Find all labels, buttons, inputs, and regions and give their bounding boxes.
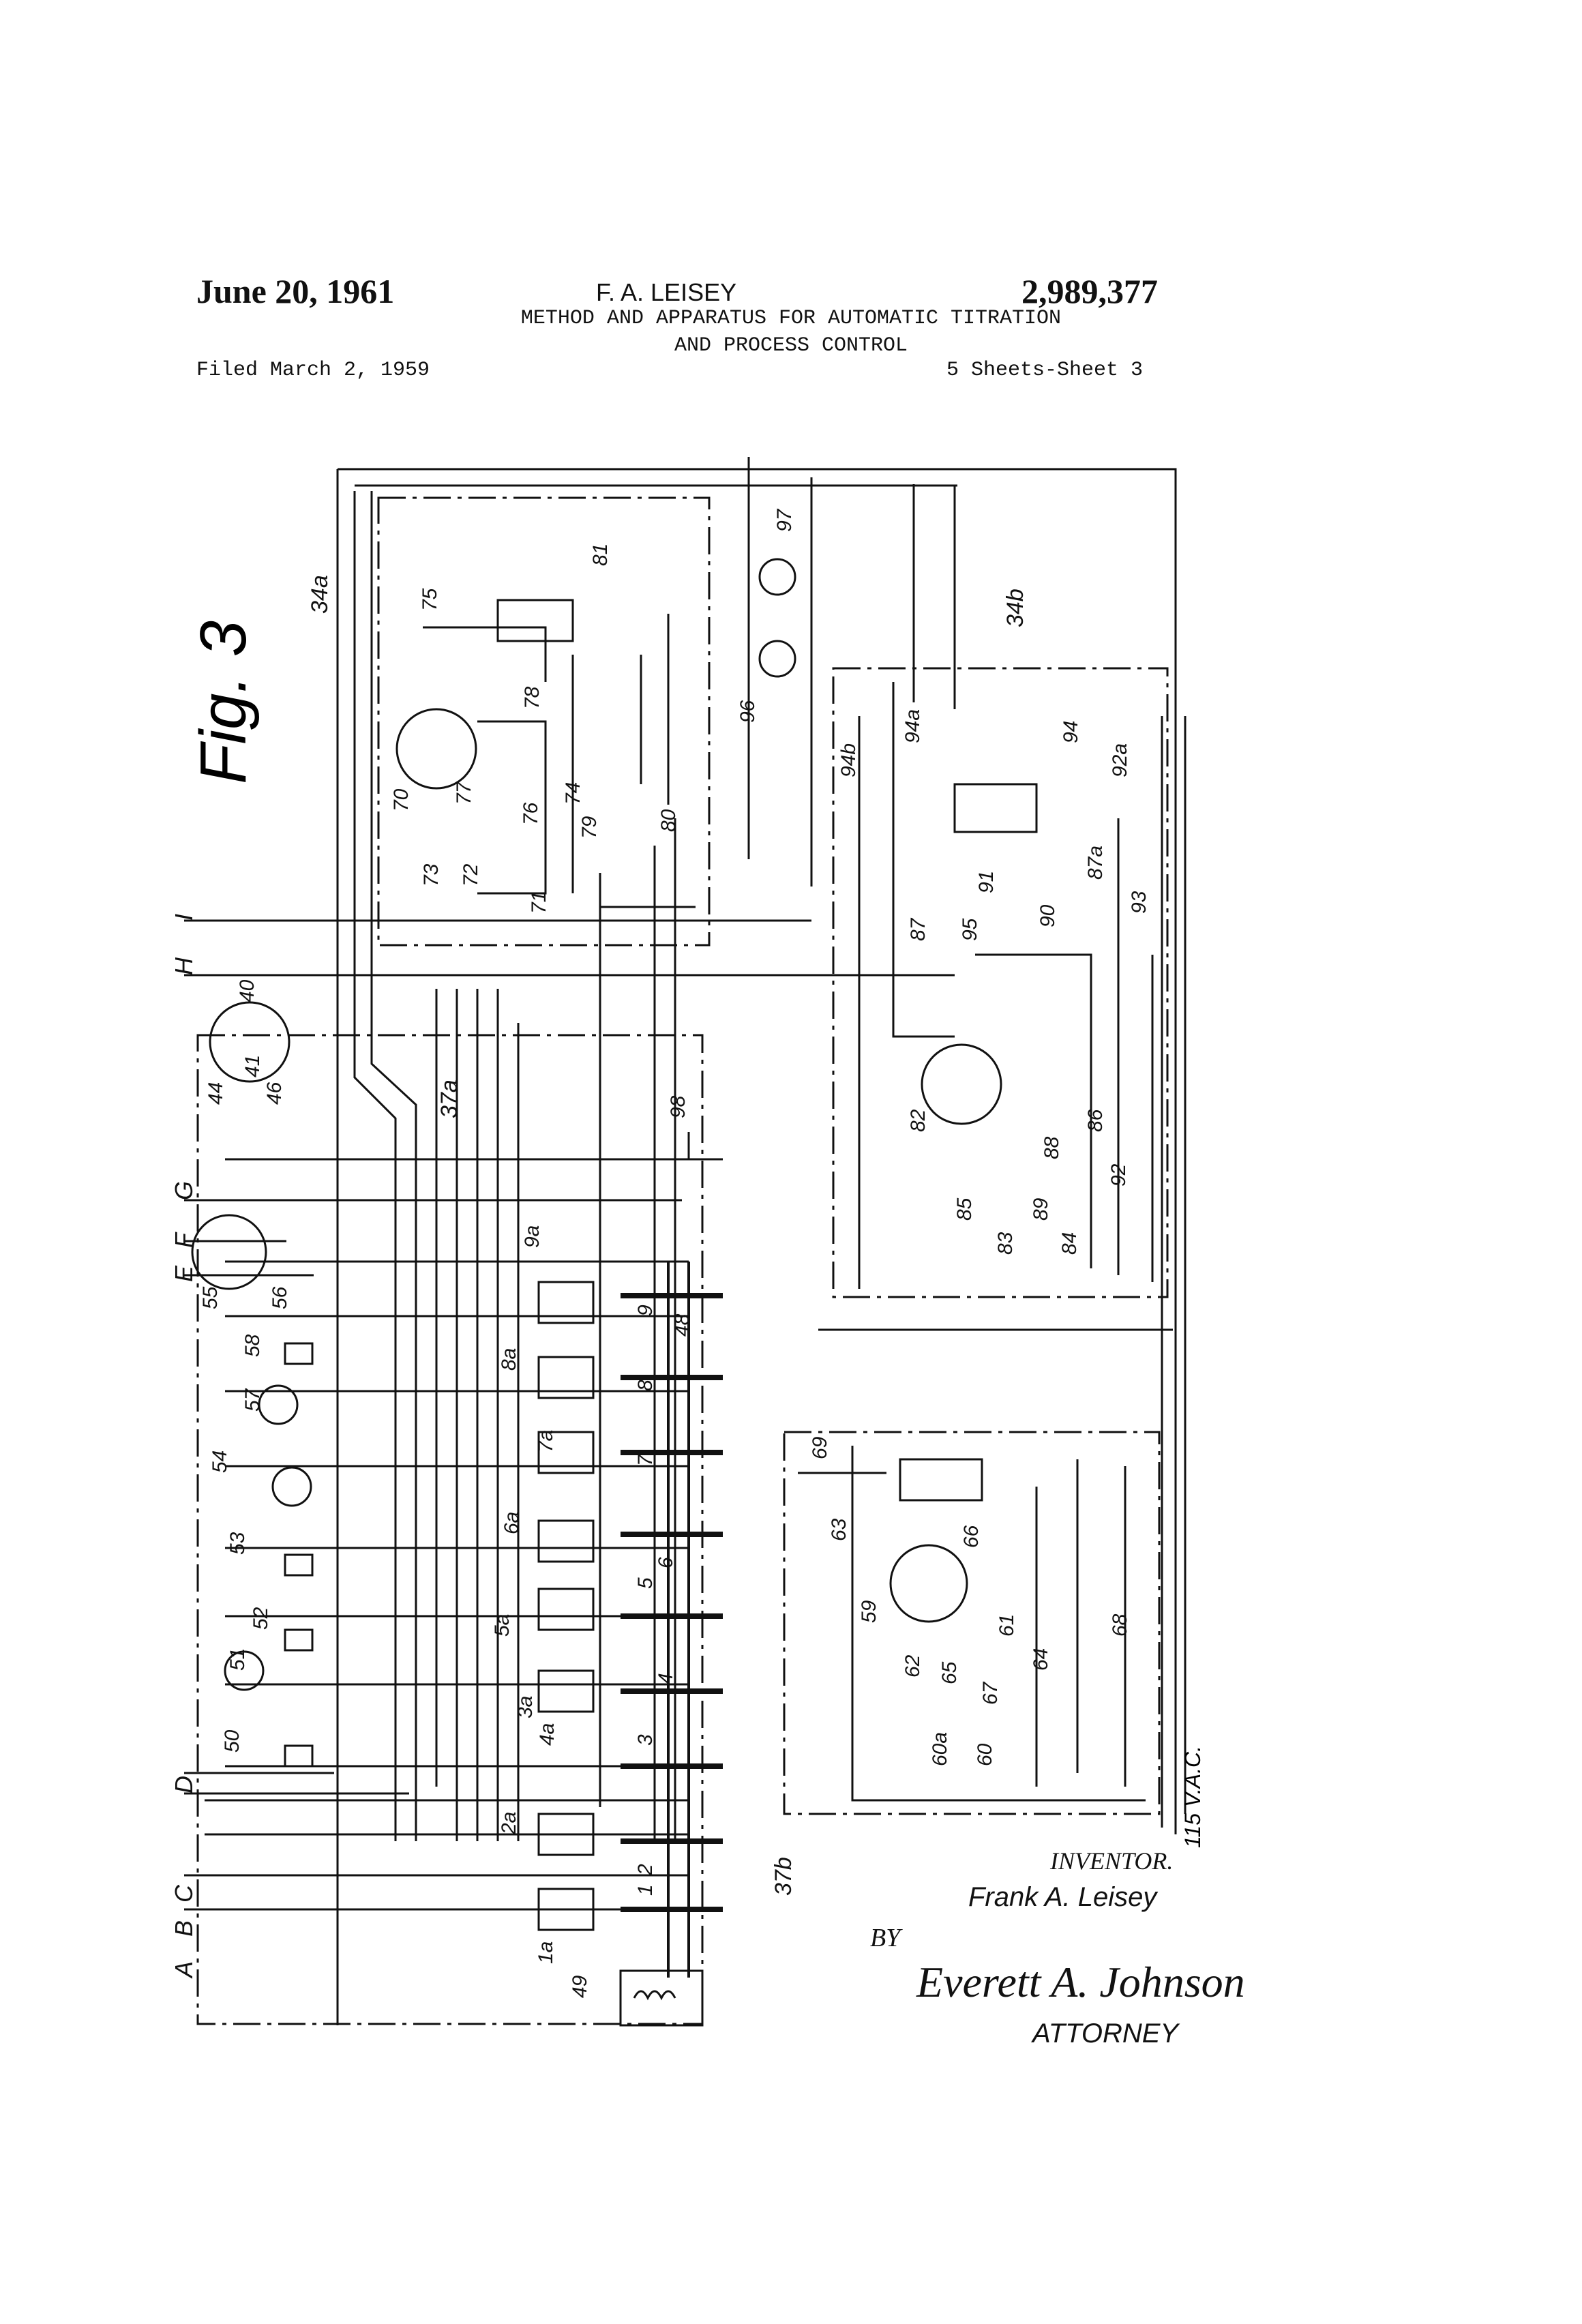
reference-numeral-91: 91 (975, 871, 998, 893)
reference-numeral-48: 48 (671, 1313, 693, 1337)
reference-numeral-94a: 94a (901, 709, 924, 743)
reference-numeral-63: 63 (828, 1518, 850, 1541)
figure-label: Fig. 3 (187, 621, 260, 784)
reference-numeral-74: 74 (562, 782, 584, 805)
reference-numeral-9: 9 (634, 1305, 657, 1316)
block-label-34a: 34a (307, 575, 333, 614)
reference-numeral-1a: 1a (535, 1941, 557, 1964)
reference-numeral-60: 60 (974, 1743, 996, 1766)
reference-numeral-51: 51 (226, 1648, 249, 1671)
reference-numeral-2a: 2a (498, 1812, 520, 1835)
reference-numeral-69: 69 (809, 1436, 831, 1459)
reference-numeral-70: 70 (390, 788, 413, 811)
reference-numeral-78: 78 (521, 686, 543, 709)
reference-numeral-90: 90 (1036, 904, 1059, 927)
block-label-37a: 37a (436, 1079, 462, 1118)
terminal-d: D (170, 1776, 198, 1793)
reference-numeral-93: 93 (1128, 891, 1150, 914)
reference-numeral-1: 1 (634, 1884, 657, 1896)
reference-numeral-75: 75 (419, 588, 441, 611)
reference-numeral-7a: 7a (535, 1430, 557, 1452)
reference-numeral-89: 89 (1030, 1197, 1052, 1221)
reference-numeral-5: 5 (634, 1577, 657, 1589)
reference-numeral-72: 72 (460, 863, 482, 887)
reference-numeral-66: 66 (960, 1525, 983, 1548)
terminal-h: H (170, 957, 198, 975)
attorney-label: ATTORNEY (1032, 2018, 1178, 2049)
terminal-a: A (170, 1961, 198, 1979)
reference-numeral-68: 68 (1109, 1613, 1131, 1637)
reference-numeral-94: 94 (1060, 721, 1082, 743)
terminal-c: C (170, 1884, 198, 1903)
reference-numeral-6a: 6a (501, 1512, 523, 1534)
terminal-f: F (170, 1232, 198, 1248)
reference-numeral-8: 8 (634, 1380, 657, 1391)
reference-numeral-79: 79 (578, 816, 601, 839)
reference-numeral-58: 58 (241, 1334, 264, 1357)
reference-numeral-82: 82 (907, 1109, 929, 1132)
reference-numeral-59: 59 (858, 1600, 880, 1623)
reference-numeral-3: 3 (634, 1734, 657, 1746)
reference-numeral-7: 7 (634, 1454, 657, 1466)
terminal-i: I (170, 914, 198, 921)
reference-numeral-52: 52 (250, 1607, 272, 1630)
reference-numeral-55: 55 (199, 1286, 222, 1309)
reference-numeral-95: 95 (959, 918, 981, 941)
reference-numeral-57: 57 (241, 1388, 264, 1412)
reference-numeral-97: 97 (773, 508, 796, 532)
reference-numeral-5a: 5a (491, 1614, 513, 1637)
reference-numeral-88: 88 (1041, 1136, 1063, 1159)
reference-numeral-86: 86 (1084, 1109, 1107, 1132)
reference-numeral-77: 77 (453, 781, 475, 805)
terminal-g: G (170, 1181, 198, 1200)
reference-numeral-64: 64 (1030, 1648, 1052, 1671)
reference-numeral-6: 6 (655, 1557, 677, 1568)
reference-numeral-54: 54 (209, 1450, 231, 1473)
reference-numeral-41: 41 (241, 1055, 264, 1077)
reference-numeral-85: 85 (953, 1197, 976, 1221)
reference-numeral-53: 53 (226, 1532, 249, 1555)
reference-numeral-81: 81 (589, 543, 612, 566)
block-label-37b: 37b (771, 1857, 796, 1896)
reference-numeral-2: 2 (634, 1864, 657, 1876)
reference-numeral-56: 56 (269, 1286, 291, 1309)
reference-numeral-9a: 9a (521, 1225, 543, 1248)
reference-numeral-61: 61 (996, 1614, 1018, 1637)
reference-numeral-87a: 87a (1084, 846, 1107, 880)
attorney-signature: Everett A. Johnson (916, 1957, 1245, 2008)
reference-numeral-84: 84 (1058, 1232, 1081, 1255)
reference-numeral-62: 62 (901, 1654, 924, 1678)
reference-numeral-80: 80 (657, 809, 680, 832)
terminal-b: B (170, 1920, 198, 1937)
reference-numeral-46: 46 (263, 1082, 286, 1105)
reference-numeral-40: 40 (236, 979, 258, 1002)
reference-numeral-4: 4 (655, 1673, 677, 1684)
reference-numeral-83: 83 (994, 1232, 1017, 1255)
reference-numeral-44: 44 (205, 1082, 227, 1105)
inventor-signature-name: Frank A. Leisey (968, 1882, 1156, 1913)
by-label: BY (870, 1923, 900, 1953)
supply-label: 115 V.A.C. (1180, 1746, 1205, 1848)
reference-numeral-49: 49 (569, 1975, 591, 1998)
reference-numeral-96: 96 (736, 700, 759, 723)
reference-numeral-65: 65 (938, 1661, 961, 1684)
reference-numeral-67: 67 (979, 1681, 1002, 1705)
reference-numeral-87: 87 (907, 917, 929, 941)
reference-numeral-50: 50 (221, 1729, 243, 1753)
reference-numeral-94b: 94b (837, 743, 860, 777)
reference-numeral-60a: 60a (929, 1732, 951, 1766)
reference-numeral-76: 76 (520, 802, 542, 825)
reference-numeral-71: 71 (528, 891, 550, 914)
reference-numeral-8a: 8a (498, 1348, 520, 1371)
reference-numeral-4a: 4a (536, 1723, 558, 1746)
reference-numeral-73: 73 (420, 863, 443, 887)
reference-numeral-3a: 3a (514, 1696, 537, 1718)
terminal-e: E (170, 1265, 198, 1282)
reference-numeral-92a: 92a (1109, 743, 1131, 777)
inventor-label: INVENTOR. (1050, 1847, 1173, 1875)
reference-numeral-98: 98 (667, 1095, 689, 1118)
reference-numeral-92: 92 (1107, 1163, 1130, 1187)
block-label-34b: 34b (1002, 589, 1028, 627)
